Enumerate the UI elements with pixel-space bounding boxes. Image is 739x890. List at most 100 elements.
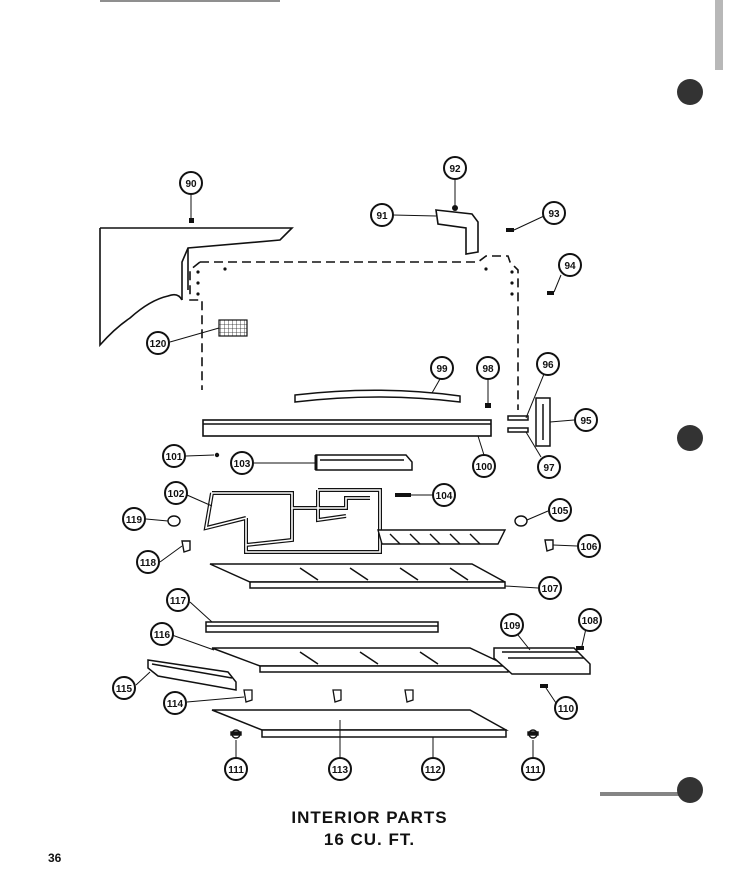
callout-91: 91 [370,203,394,227]
callouts: 90 91 92 93 94 95 96 97 98 99 100 101 10… [112,156,602,781]
tube [294,389,461,403]
shelf-107 [209,563,506,589]
svg-text:119: 119 [126,515,143,526]
svg-text:106: 106 [581,542,598,553]
callout-109: 109 [500,613,524,637]
svg-text:110: 110 [558,704,575,715]
callout-120: 120 [146,331,170,355]
scan-artifacts [100,0,723,803]
hinge-bracket [435,209,479,255]
clip-119 [167,515,181,527]
svg-text:91: 91 [376,211,388,222]
svg-text:116: 116 [154,630,171,641]
callout-103: 103 [230,451,254,475]
screw-110 [540,684,548,688]
svg-text:103: 103 [234,459,251,470]
callout-118: 118 [136,550,160,574]
callout-114: 114 [163,691,187,715]
svg-text:104: 104 [436,491,453,502]
svg-text:109: 109 [504,621,521,632]
callout-110: 110 [554,696,578,720]
callout-111a: 111 [224,757,248,781]
svg-text:102: 102 [168,489,185,500]
svg-text:112: 112 [425,765,442,776]
svg-text:99: 99 [436,364,448,375]
svg-text:98: 98 [482,364,494,375]
screw-98 [485,403,491,408]
callout-93: 93 [542,201,566,225]
callout-113: 113 [328,757,352,781]
wire-rack-inner [205,489,381,553]
svg-text:118: 118 [140,558,157,569]
callout-95: 95 [574,408,598,432]
svg-text:107: 107 [542,584,559,595]
svg-text:111: 111 [525,765,541,776]
rail-115 [147,659,237,691]
callout-90: 90 [179,171,203,195]
svg-text:105: 105 [552,506,569,517]
clip-106 [544,539,554,552]
shelf-116 [211,647,509,673]
screw-108 [576,646,584,650]
svg-text:108: 108 [582,616,599,627]
svg-text:96: 96 [542,360,554,371]
callout-111b: 111 [521,757,545,781]
svg-text:115: 115 [116,684,133,695]
screw-90 [189,218,194,223]
callout-108: 108 [578,608,602,632]
callout-107: 107 [538,576,562,600]
svg-text:97: 97 [543,463,555,474]
callout-96: 96 [536,352,560,376]
svg-text:114: 114 [167,699,184,710]
svg-text:120: 120 [150,339,167,350]
callout-99: 99 [430,356,454,380]
callout-100: 100 [472,454,496,478]
callout-112: 112 [421,757,445,781]
screw-92 [452,205,458,211]
callout-94: 94 [558,253,582,277]
shelf-112 [211,709,509,738]
callout-115: 115 [112,676,136,700]
roller-111a [230,729,242,739]
callout-102: 102 [164,481,188,505]
svg-text:113: 113 [332,765,349,776]
cover-bar [202,419,492,437]
callout-97: 97 [537,455,561,479]
liner-outline [189,255,519,410]
channel-103 [314,454,413,471]
callout-116: 116 [150,622,174,646]
svg-text:101: 101 [166,452,183,463]
clip-118 [181,540,191,553]
callout-117: 117 [166,588,190,612]
svg-text:90: 90 [185,179,197,190]
clip-105 [514,515,528,527]
diagram-title-line2: 16 CU. FT. [323,830,416,849]
rail-109 [493,647,591,675]
callout-101: 101 [162,444,186,468]
hinge-assembly [507,397,551,447]
callout-105: 105 [548,498,572,522]
screw-93 [506,228,514,232]
svg-text:111: 111 [228,765,244,776]
diagram-title-line1: INTERIOR PARTS [291,808,448,827]
callout-98: 98 [476,356,500,380]
svg-text:100: 100 [476,462,493,473]
screw-104 [395,493,411,497]
rack-shelf [377,529,507,545]
cabinet-wall [99,227,294,348]
air-grill [218,319,248,337]
roller-111b [527,729,539,739]
callout-104: 104 [432,483,456,507]
clips-114 [243,689,414,703]
leader-lines [135,178,588,758]
liner-holes [196,267,514,296]
svg-text:93: 93 [548,209,560,220]
page-number: 36 [48,851,62,865]
screw-101 [214,452,220,458]
screw-94 [547,291,554,295]
svg-text:117: 117 [170,596,187,607]
svg-text:94: 94 [564,261,576,272]
callout-119: 119 [122,507,146,531]
callout-106: 106 [577,534,601,558]
